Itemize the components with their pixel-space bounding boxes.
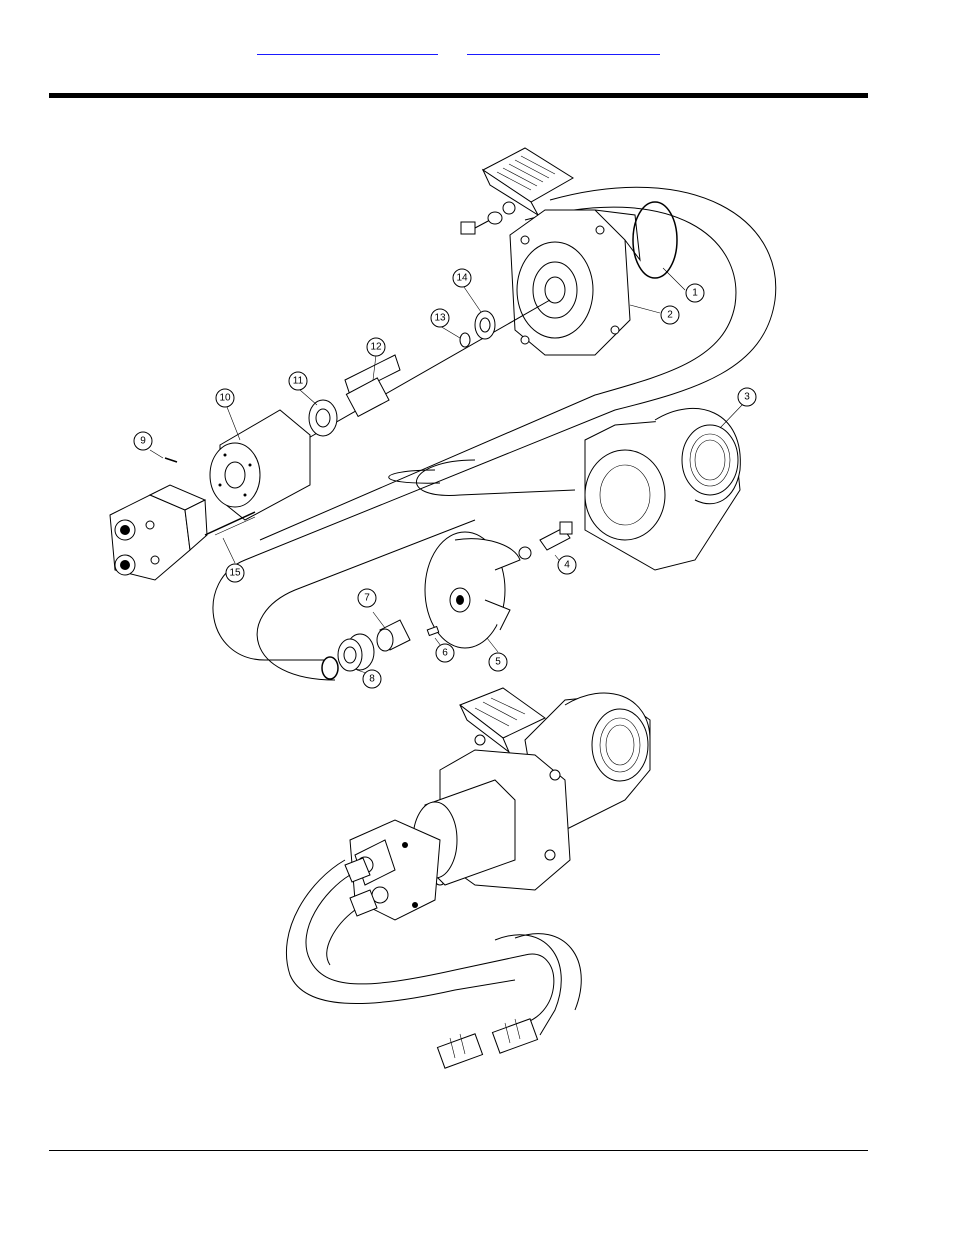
callout-4: 4 (558, 556, 576, 574)
svg-text:15: 15 (229, 568, 241, 579)
motor-adapter (210, 410, 310, 520)
assembled-pump (345, 688, 650, 920)
svg-text:8: 8 (369, 674, 375, 685)
svg-text:14: 14 (456, 273, 468, 284)
footer-rule (49, 1150, 868, 1151)
svg-text:5: 5 (495, 657, 501, 668)
svg-text:2: 2 (667, 310, 673, 321)
impeller (425, 532, 520, 648)
callout-12: 12 (367, 338, 385, 356)
volute-housing (585, 408, 740, 570)
hydraulic-motor (110, 485, 207, 580)
svg-text:4: 4 (564, 560, 570, 571)
svg-text:9: 9 (140, 436, 146, 447)
header-link-1[interactable] (257, 40, 438, 55)
pin (165, 458, 177, 462)
decal-plate-top (483, 148, 573, 215)
bolt-washer-top (461, 202, 515, 234)
svg-text:7: 7 (364, 593, 370, 604)
callout-9: 9 (134, 432, 152, 450)
bolt-washer-4 (519, 522, 572, 559)
retaining-ring (633, 202, 677, 278)
svg-text:6: 6 (442, 648, 448, 659)
callout-2: 2 (661, 306, 679, 324)
shaft-assembly (305, 300, 550, 440)
svg-text:11: 11 (293, 376, 304, 387)
callout-14: 14 (453, 269, 471, 287)
callout-10: 10 (216, 389, 234, 407)
callout-8: 8 (363, 670, 381, 688)
svg-text:3: 3 (744, 392, 750, 403)
callout-13: 13 (431, 309, 449, 327)
callout-7: 7 (358, 589, 376, 607)
callout-11: 11 (289, 372, 307, 390)
pump-housing-flange (510, 210, 640, 355)
callout-6: 6 (436, 644, 454, 662)
parts-exploded-diagram: 1 2 3 4 5 6 7 8 9 10 11 12 13 14 15 (95, 140, 795, 1080)
header-link-2[interactable] (467, 40, 660, 55)
svg-text:10: 10 (219, 393, 231, 404)
key (427, 626, 438, 635)
callout-5: 5 (489, 653, 507, 671)
svg-text:13: 13 (434, 313, 446, 324)
shaft-sleeve (377, 620, 410, 651)
callout-3: 3 (738, 388, 756, 406)
svg-text:12: 12 (370, 342, 382, 353)
callout-1: 1 (686, 284, 704, 302)
svg-text:1: 1 (692, 288, 698, 299)
long-bolt (205, 512, 255, 535)
callout-15: 15 (226, 564, 244, 582)
header-rule (49, 93, 868, 98)
